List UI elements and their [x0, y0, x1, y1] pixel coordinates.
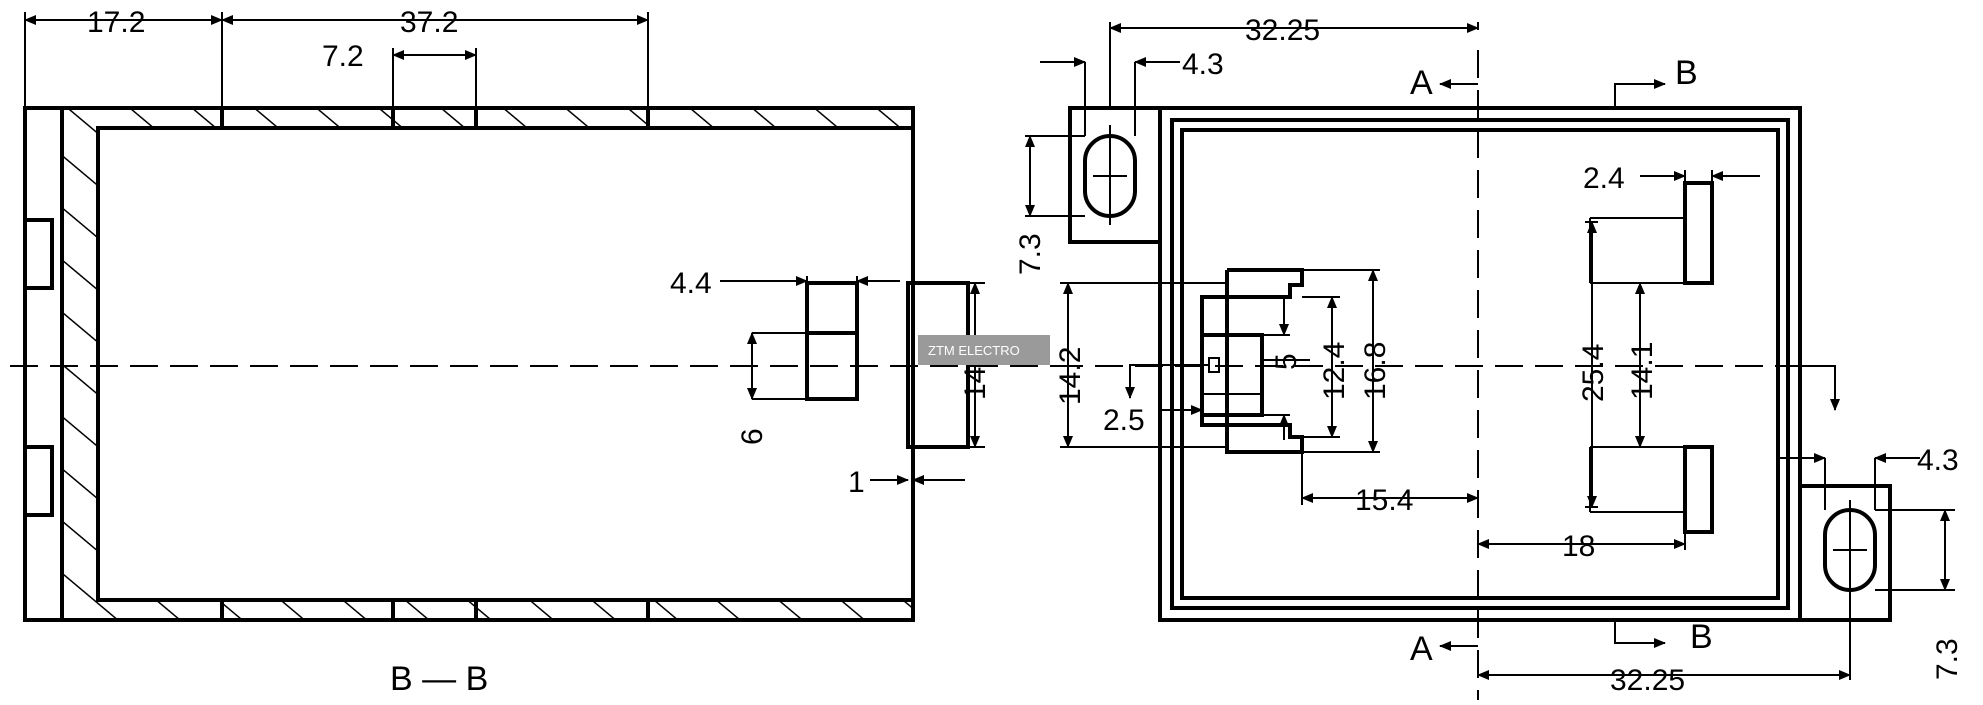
top-inner-outline-1 [1170, 118, 1790, 610]
end-slot-upper [23, 218, 54, 290]
dim-4-4: 4.4 [670, 267, 712, 300]
dim-32-25-bottom: 32.25 [1610, 664, 1685, 697]
dim-18: 18 [1562, 530, 1595, 563]
outer-body-outline [23, 106, 915, 622]
dim-7-2: 7.2 [322, 40, 364, 73]
dim-2-4: 2.4 [1583, 162, 1625, 195]
section-label-b-b: B — B [390, 660, 488, 698]
dim-7-3-right: 7.3 [1931, 638, 1964, 680]
mounting-ear-top [1068, 106, 1160, 244]
terminal-inner-block [1200, 333, 1264, 417]
dim-7-3-left: 7.3 [1014, 233, 1047, 275]
watermark: ZTM ELECTRO [918, 335, 1050, 365]
dim-37-2: 37.2 [400, 6, 458, 39]
pin-block-upper [805, 281, 859, 335]
section-view-b-b: 17.2 37.2 7.2 4.4 6 14.3 1 B — B [10, 6, 1055, 698]
top-view: A A B B 32.25 4.3 7.3 2.4 14.2 [1014, 14, 1964, 700]
dim-4-3-right: 4.3 [1917, 444, 1959, 477]
dim-5: 5 [1270, 353, 1303, 370]
dim-6: 6 [736, 428, 769, 445]
dim-2-5: 2.5 [1103, 404, 1145, 437]
dim-16-8: 16.8 [1359, 342, 1392, 400]
dim-15-4: 15.4 [1355, 484, 1413, 517]
inner-cavity [96, 126, 915, 602]
terminal-right-lower [1683, 445, 1714, 534]
wall-hatching [62, 108, 913, 620]
watermark-text: ZTM ELECTRO [928, 343, 1020, 358]
dim-4-3-top: 4.3 [1182, 48, 1224, 81]
end-slot-lower [23, 445, 54, 517]
dim-14-1: 14.1 [1626, 342, 1659, 400]
mounting-ear-bottom [1800, 484, 1892, 622]
dim-32-25-top: 32.25 [1245, 14, 1320, 47]
section-mark-b-top: B [1675, 54, 1698, 92]
terminal-connector-left [1200, 268, 1304, 454]
dim-17-2: 17.2 [87, 6, 145, 39]
dim-12-4: 12.4 [1318, 342, 1351, 400]
dim-25-4: 25.4 [1577, 344, 1610, 402]
section-mark-a-bottom: A [1410, 630, 1433, 668]
dim-14-2: 14.2 [1054, 347, 1087, 405]
terminal-right-upper [1683, 181, 1714, 285]
section-mark-a-top: A [1410, 64, 1433, 102]
dim-1: 1 [848, 466, 865, 499]
section-mark-b-bottom: B [1690, 618, 1713, 656]
